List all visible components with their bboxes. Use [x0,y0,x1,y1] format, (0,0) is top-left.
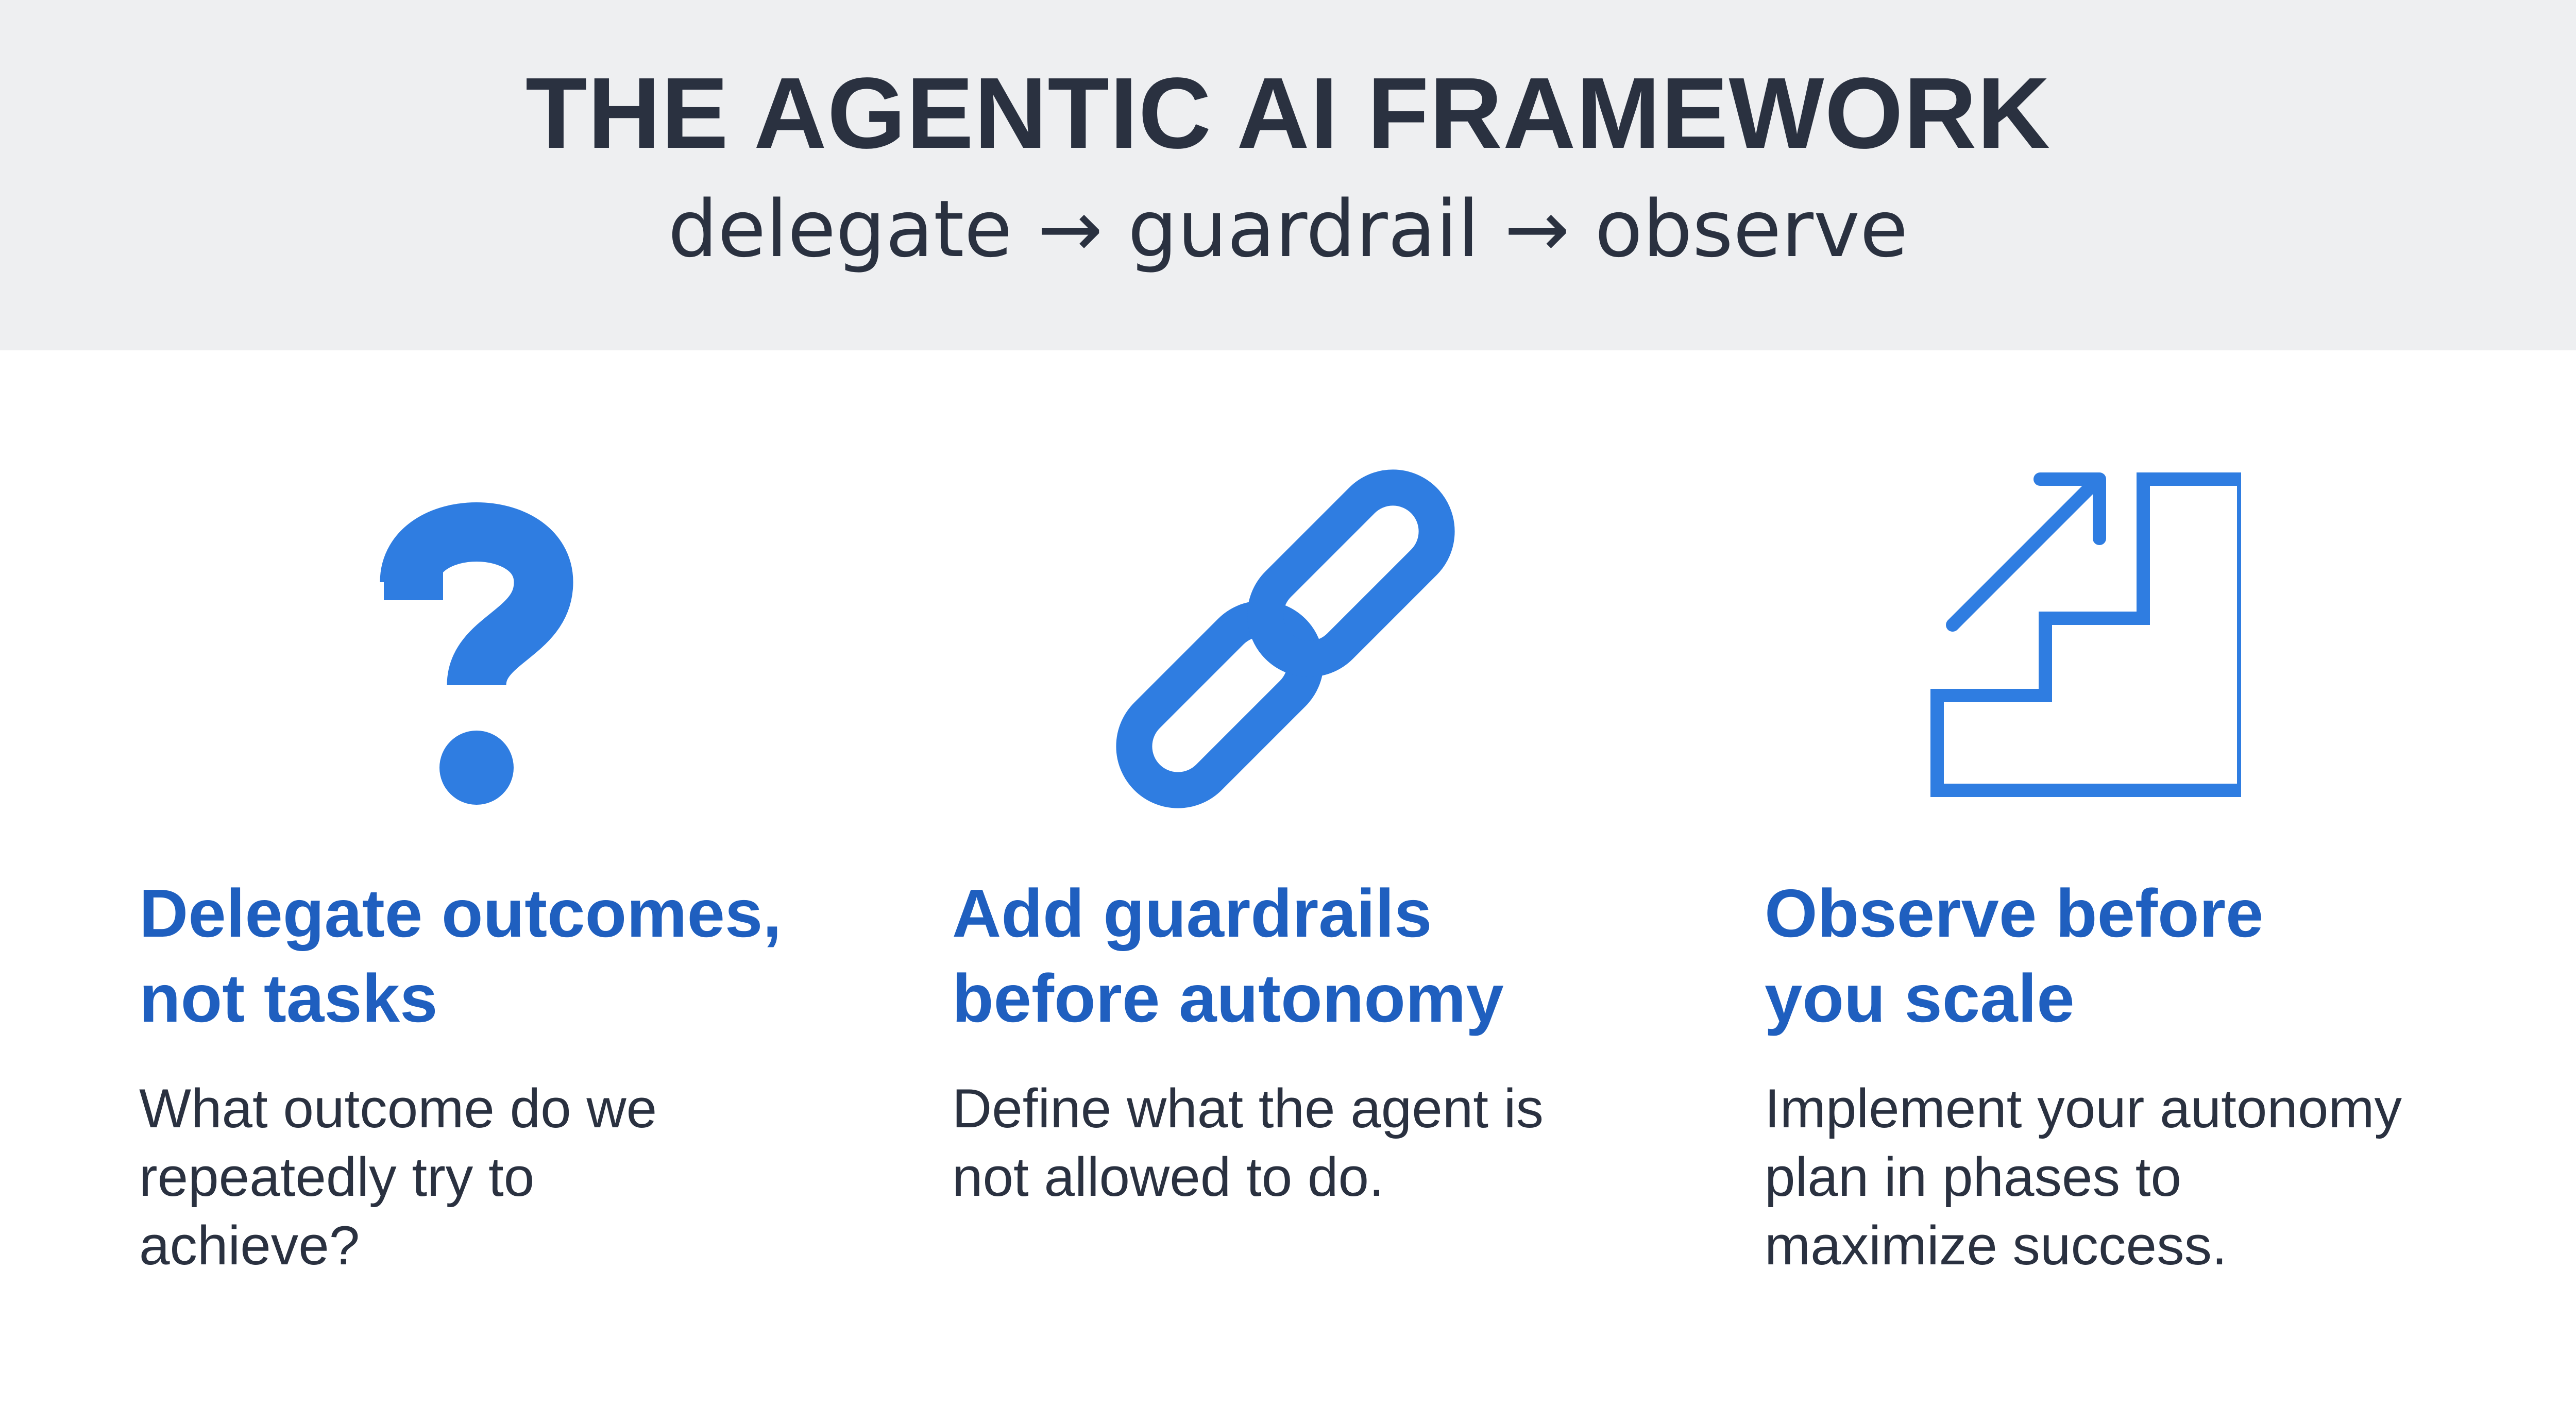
framework-column-delegate: Delegate outcomes, not tasks What outcom… [139,871,902,1280]
column-heading: Observe before you scale [1765,875,2264,1036]
framework-column-observe: Observe before you scale Implement your … [1765,871,2527,1280]
column-description: Define what the agent is not allowed to … [952,1077,1544,1208]
column-heading: Add guardrails before autonomy [952,875,1504,1036]
question-mark-icon [296,469,657,809]
column-heading: Delegate outcomes, not tasks [139,875,782,1036]
page-subtitle: delegate → guardrail → observe [668,183,1908,275]
stairs-arrow-icon [1880,469,2241,809]
column-description: Implement your autonomy plan in phases t… [1765,1077,2402,1276]
header-banner: THE AGENTIC AI FRAMEWORK delegate → guar… [0,0,2576,350]
column-description: What outcome do we repeatedly try to ach… [139,1077,657,1276]
page-title: THE AGENTIC AI FRAMEWORK [525,57,2051,170]
chain-link-icon [1105,469,1466,809]
framework-column-guardrail: Add guardrails before autonomy Define wh… [952,871,1715,1211]
